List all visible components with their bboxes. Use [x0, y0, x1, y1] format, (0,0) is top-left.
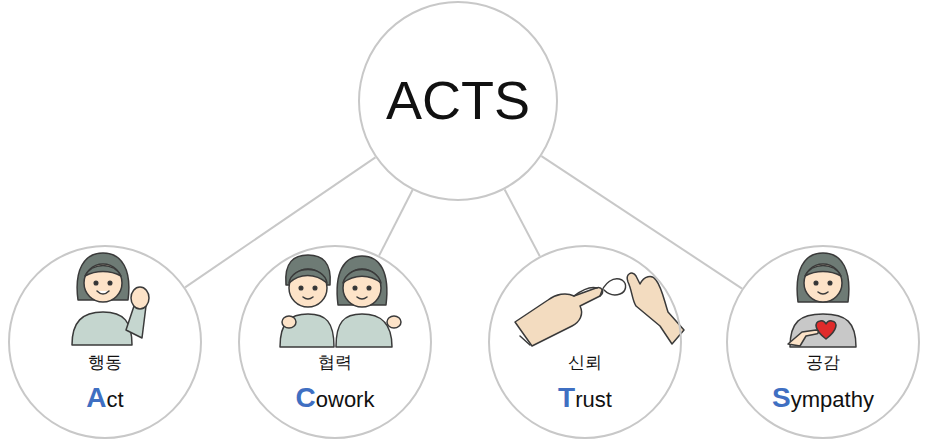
english-label: Trust	[488, 383, 682, 414]
connector-line	[379, 190, 412, 256]
main-circle: ACTS	[358, 1, 558, 201]
value-circle: 신뢰 Trust	[488, 245, 682, 439]
cowork-figure	[280, 255, 401, 347]
sympathy-figure	[788, 253, 856, 347]
value-circle: 공감 Sympathy	[726, 245, 920, 439]
korean-label: 협력	[238, 353, 432, 372]
english-label: Cowork	[238, 383, 432, 414]
value-circle: 협력 Cowork	[238, 245, 432, 439]
connector-line	[505, 189, 540, 256]
korean-label: 행동	[8, 353, 202, 372]
connector-line	[541, 156, 742, 288]
english-label: Act	[8, 383, 202, 414]
english-label: Sympathy	[726, 383, 920, 414]
act-figure	[72, 253, 149, 345]
trust-hands	[515, 273, 684, 346]
value-circle: 행동 Act	[8, 245, 202, 439]
title-text: ACTS	[358, 71, 558, 130]
korean-label: 신뢰	[488, 353, 682, 372]
korean-label: 공감	[726, 353, 920, 372]
